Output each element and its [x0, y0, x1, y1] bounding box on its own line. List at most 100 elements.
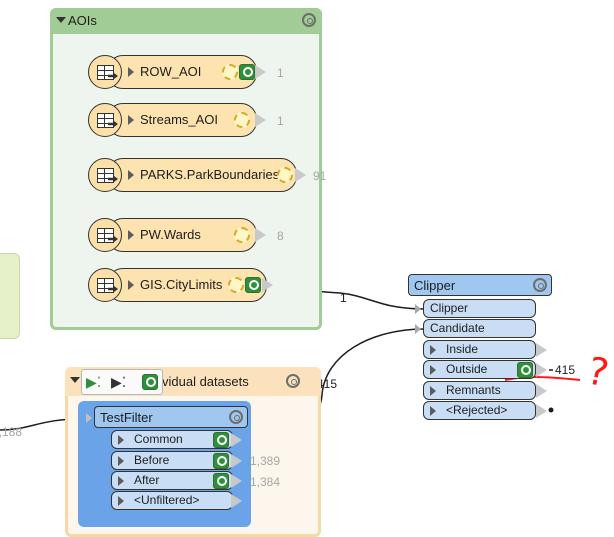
expand-triangle-icon[interactable] — [430, 386, 436, 396]
expand-triangle-icon[interactable] — [430, 406, 436, 416]
reader-label: GIS.CityLimits — [140, 277, 223, 292]
inspect-icon[interactable] — [517, 362, 533, 378]
output-port-unfiltered[interactable]: <Unfiltered> — [111, 491, 233, 510]
output-port-inside[interactable]: Inside — [423, 340, 536, 359]
port-label: Common — [134, 432, 183, 446]
gear-icon[interactable] — [286, 374, 300, 388]
expand-triangle-icon[interactable] — [430, 365, 436, 375]
expand-triangle-icon[interactable] — [128, 230, 134, 240]
output-port-arrow[interactable] — [231, 494, 242, 508]
output-port-arrow[interactable] — [536, 363, 547, 377]
feature-cache-icon[interactable] — [234, 112, 250, 128]
output-port-after[interactable]: After — [111, 471, 233, 490]
expand-triangle-icon[interactable] — [118, 456, 124, 466]
output-port-arrow[interactable] — [262, 278, 273, 292]
expand-triangle-icon[interactable] — [128, 170, 134, 180]
reader-icon — [88, 55, 122, 89]
inspect-icon[interactable] — [213, 453, 229, 469]
aoi-bookmark-header[interactable]: AOIs — [50, 8, 322, 34]
port-label: Outside — [446, 362, 488, 376]
output-port-outside[interactable]: Outside — [423, 360, 536, 379]
side-bookmark-fragment — [0, 253, 20, 339]
feature-cache-icon[interactable] — [222, 64, 238, 80]
output-port-arrow[interactable] — [536, 343, 547, 357]
run-to-this-icon[interactable]: ▶⁚ — [86, 374, 102, 390]
testfilter-title: TestFilter — [100, 410, 153, 425]
collapse-triangle-icon[interactable] — [70, 377, 80, 383]
rejected-port-dot — [548, 407, 554, 413]
expand-triangle-icon[interactable] — [118, 496, 124, 506]
output-port-arrow[interactable] — [231, 454, 242, 468]
port-label: Remnants — [446, 383, 501, 397]
port-label: Before — [134, 453, 170, 467]
expand-triangle-icon[interactable] — [128, 115, 134, 125]
table-icon — [97, 278, 114, 293]
reader-parkboundaries[interactable]: PARKS.ParkBoundaries — [107, 158, 297, 192]
reader-icon — [88, 158, 122, 192]
arrow-icon — [108, 176, 118, 182]
reader-pw-wards[interactable]: PW.Wards — [107, 218, 257, 252]
feature-cache-icon[interactable] — [228, 277, 244, 293]
bookmark-title: vidual datasets — [162, 374, 249, 389]
output-port-arrow[interactable] — [255, 113, 266, 127]
gear-icon[interactable] — [229, 410, 243, 424]
incoming-count: 3,188 — [0, 425, 23, 439]
port-label: <Unfiltered> — [134, 493, 200, 507]
feature-count: 8 — [277, 229, 284, 243]
table-icon — [97, 168, 114, 183]
inspect-icon[interactable] — [239, 64, 255, 80]
inspect-icon[interactable] — [245, 277, 261, 293]
output-port-arrow[interactable] — [231, 474, 242, 488]
output-port-arrow[interactable] — [536, 384, 547, 398]
port-label: After — [134, 473, 160, 487]
reader-icon — [88, 103, 122, 137]
reader-label: PARKS.ParkBoundaries — [140, 167, 280, 182]
output-port-arrow[interactable] — [536, 404, 547, 418]
expand-triangle-icon[interactable] — [128, 67, 134, 77]
output-port-remnants[interactable]: Remnants — [423, 381, 536, 400]
collapse-triangle-icon[interactable] — [56, 17, 66, 23]
output-port-common[interactable]: Common — [111, 430, 233, 449]
gear-icon[interactable] — [533, 278, 547, 292]
reader-label: ROW_AOI — [140, 64, 202, 79]
input-port-arrow — [415, 324, 421, 334]
arrow-icon — [108, 286, 118, 292]
reader-row-aoi[interactable]: ROW_AOI — [107, 55, 257, 89]
expand-triangle-icon[interactable] — [118, 435, 124, 445]
input-port-arrow[interactable] — [86, 413, 92, 423]
after-count: 1,384 — [250, 475, 281, 489]
feature-count: 1 — [277, 66, 284, 80]
port-label: <Rejected> — [446, 403, 508, 417]
output-port-arrow[interactable] — [231, 433, 242, 447]
output-port-rejected[interactable]: <Rejected> — [423, 401, 536, 420]
reader-icon — [88, 218, 122, 252]
expand-triangle-icon[interactable] — [430, 345, 436, 355]
input-port-arrow — [415, 304, 421, 314]
reader-streams-aoi[interactable]: Streams_AOI — [107, 103, 257, 137]
output-port-arrow[interactable] — [255, 228, 266, 242]
output-port-before[interactable]: Before — [111, 451, 233, 470]
feature-cache-icon[interactable] — [234, 227, 250, 243]
reader-label: Streams_AOI — [140, 112, 219, 127]
reader-citylimits[interactable]: GIS.CityLimits — [107, 268, 267, 302]
feature-cache-icon[interactable] — [277, 167, 293, 183]
inspect-icon[interactable] — [213, 473, 229, 489]
expand-triangle-icon[interactable] — [118, 476, 124, 486]
port-label: Clipper — [430, 301, 469, 315]
testfilter-header[interactable]: TestFilter — [94, 406, 248, 428]
output-port-arrow[interactable] — [255, 65, 266, 79]
expand-triangle-icon[interactable] — [128, 280, 134, 290]
arrow-icon — [108, 236, 118, 242]
clipper-header[interactable]: Clipper — [408, 274, 552, 296]
before-count: 1,389 — [250, 454, 281, 468]
inspect-icon[interactable] — [213, 432, 229, 448]
run-from-this-icon[interactable]: ▶⁚ — [111, 374, 127, 390]
input-port-clipper[interactable]: Clipper — [423, 299, 536, 318]
input-port-candidate[interactable]: Candidate — [423, 319, 536, 338]
aoi-bookmark-title: AOIs — [68, 13, 97, 28]
inspect-icon[interactable] — [142, 374, 158, 390]
gear-icon[interactable] — [302, 13, 316, 27]
table-icon — [97, 65, 114, 80]
output-port-arrow[interactable] — [295, 168, 306, 182]
reader-icon — [88, 268, 122, 302]
